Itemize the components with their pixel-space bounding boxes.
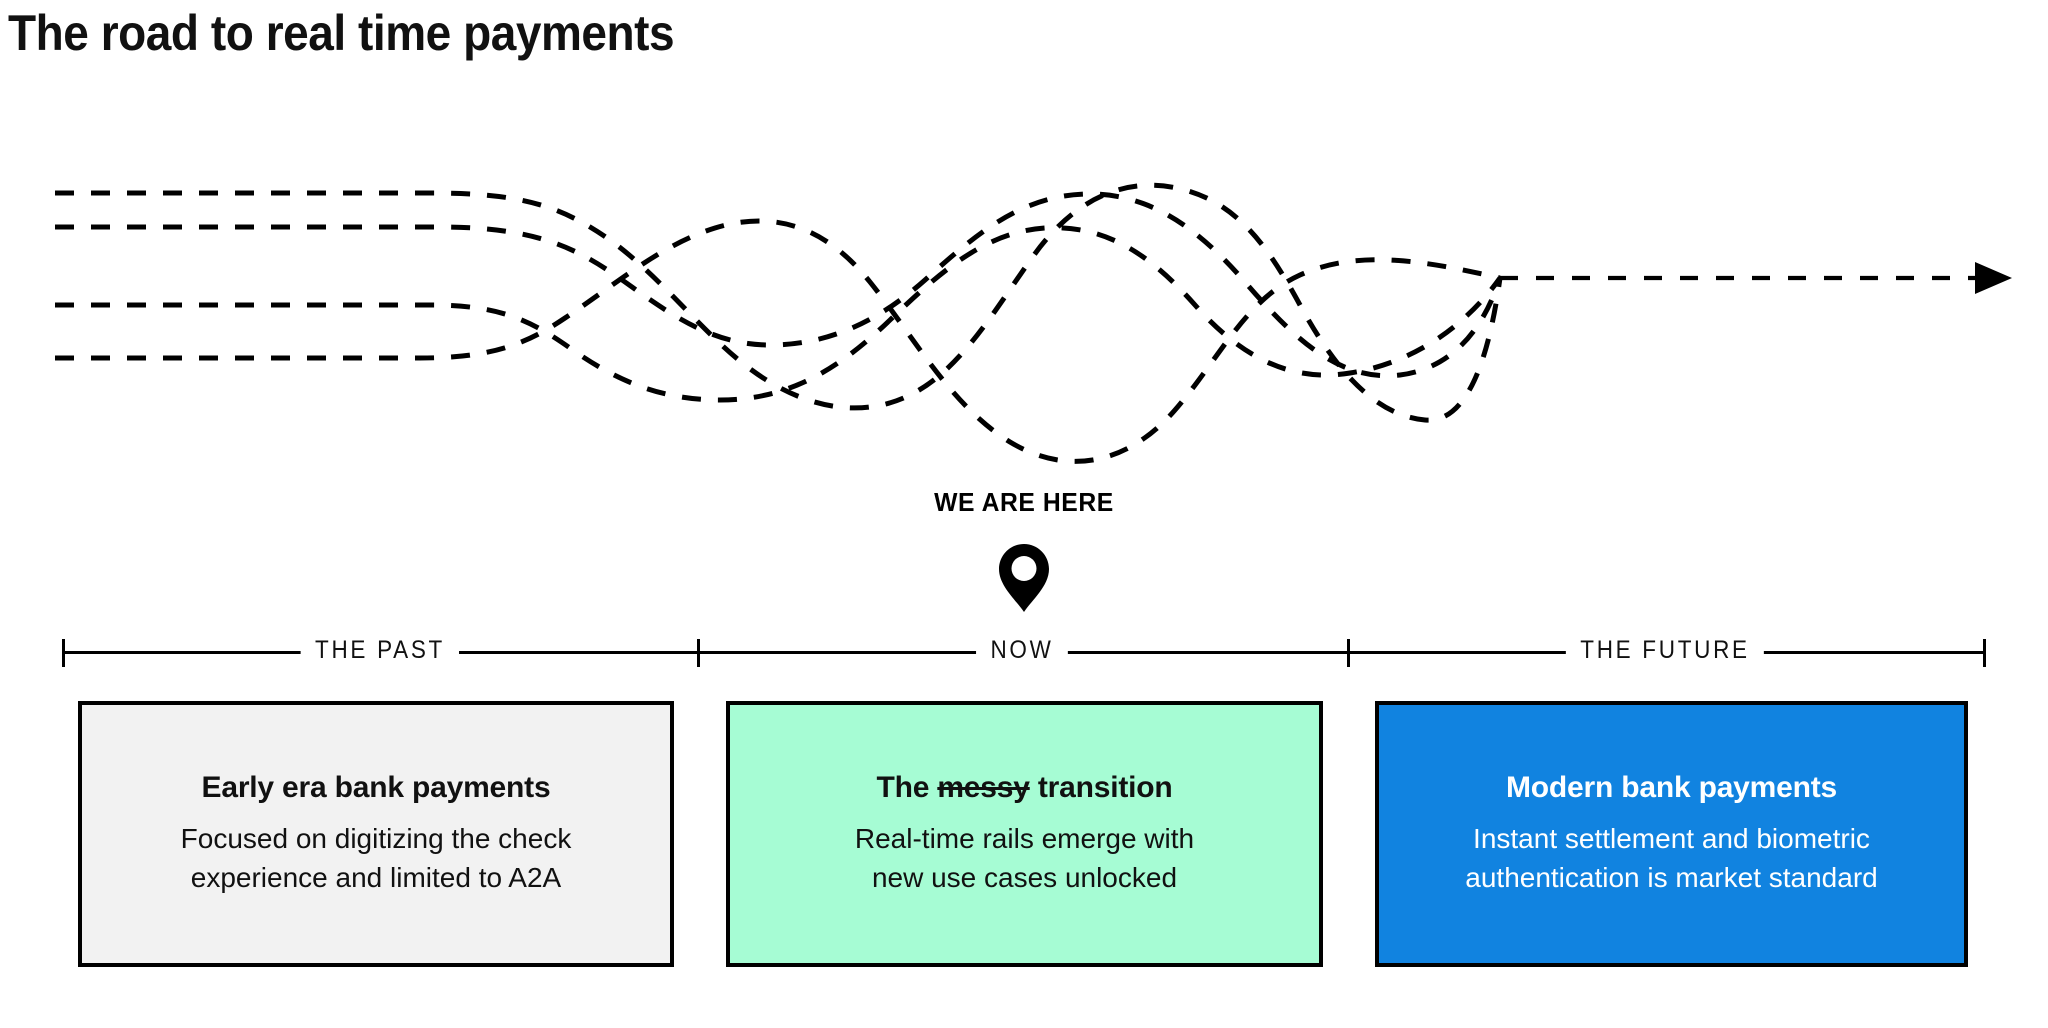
card-title-prefix-now: The	[876, 771, 938, 805]
road-path-2	[55, 191, 1503, 379]
card-body-future: Instant settlement and biometric authent…	[1439, 820, 1903, 897]
card-body-line1-past: Focused on digitizing the check	[180, 823, 572, 855]
card-title-strikethrough-now: messy	[937, 771, 1030, 805]
card-the-messy-transition[interactable]: The messy transition Real-time rails eme…	[726, 701, 1323, 967]
we-are-here-marker: WE ARE HERE	[0, 487, 2048, 614]
card-body-line1-now: Real-time rails emerge with	[854, 823, 1195, 855]
map-pin-icon	[999, 544, 1049, 612]
card-body-line2-now: new use cases unlocked	[871, 862, 1178, 893]
timeline-tick-now-future	[1347, 639, 1350, 667]
road-path-3	[55, 225, 1503, 403]
card-title-suffix-now: transition	[1029, 771, 1173, 805]
card-title-text-future: Modern bank payments	[1505, 771, 1838, 805]
timeline-label-future: THE FUTURE	[1565, 635, 1765, 665]
card-title-future: Modern bank payments	[1506, 770, 1837, 806]
arrow-right-icon	[1975, 262, 2012, 294]
card-early-era-bank-payments[interactable]: Early era bank payments Focused on digit…	[78, 701, 674, 967]
road-paths-graphic	[55, 182, 2012, 464]
card-title-past: Early era bank payments	[202, 770, 551, 806]
card-title-text-past: Early era bank payments	[201, 771, 551, 805]
page-title: The road to real time payments	[8, 5, 675, 61]
timeline-tick-past-now	[697, 639, 700, 667]
card-body-past: Focused on digitizing the check experien…	[155, 820, 598, 897]
timeline-label-now: NOW	[976, 635, 1068, 665]
timeline-tick-start	[62, 639, 65, 667]
road-path-4	[55, 218, 1501, 464]
we-are-here-label: WE ARE HERE	[934, 487, 1114, 517]
road-path-1	[55, 182, 1503, 423]
timeline-tick-end	[1983, 639, 1986, 667]
card-modern-bank-payments[interactable]: Modern bank payments Instant settlement …	[1375, 701, 1968, 967]
timeline-label-past: THE PAST	[300, 635, 460, 665]
card-body-now: Real-time rails emerge with new use case…	[829, 820, 1220, 897]
card-body-line2-future: authentication is market standard	[1465, 862, 1878, 893]
timeline-axis: THE PAST NOW THE FUTURE	[62, 614, 1986, 692]
card-body-line1-future: Instant settlement and biometric	[1473, 823, 1870, 855]
card-title-now: The messy transition	[876, 770, 1172, 806]
map-pin-icon-wrap	[0, 542, 2048, 614]
card-body-line2-past: experience and limited to A2A	[190, 862, 562, 893]
